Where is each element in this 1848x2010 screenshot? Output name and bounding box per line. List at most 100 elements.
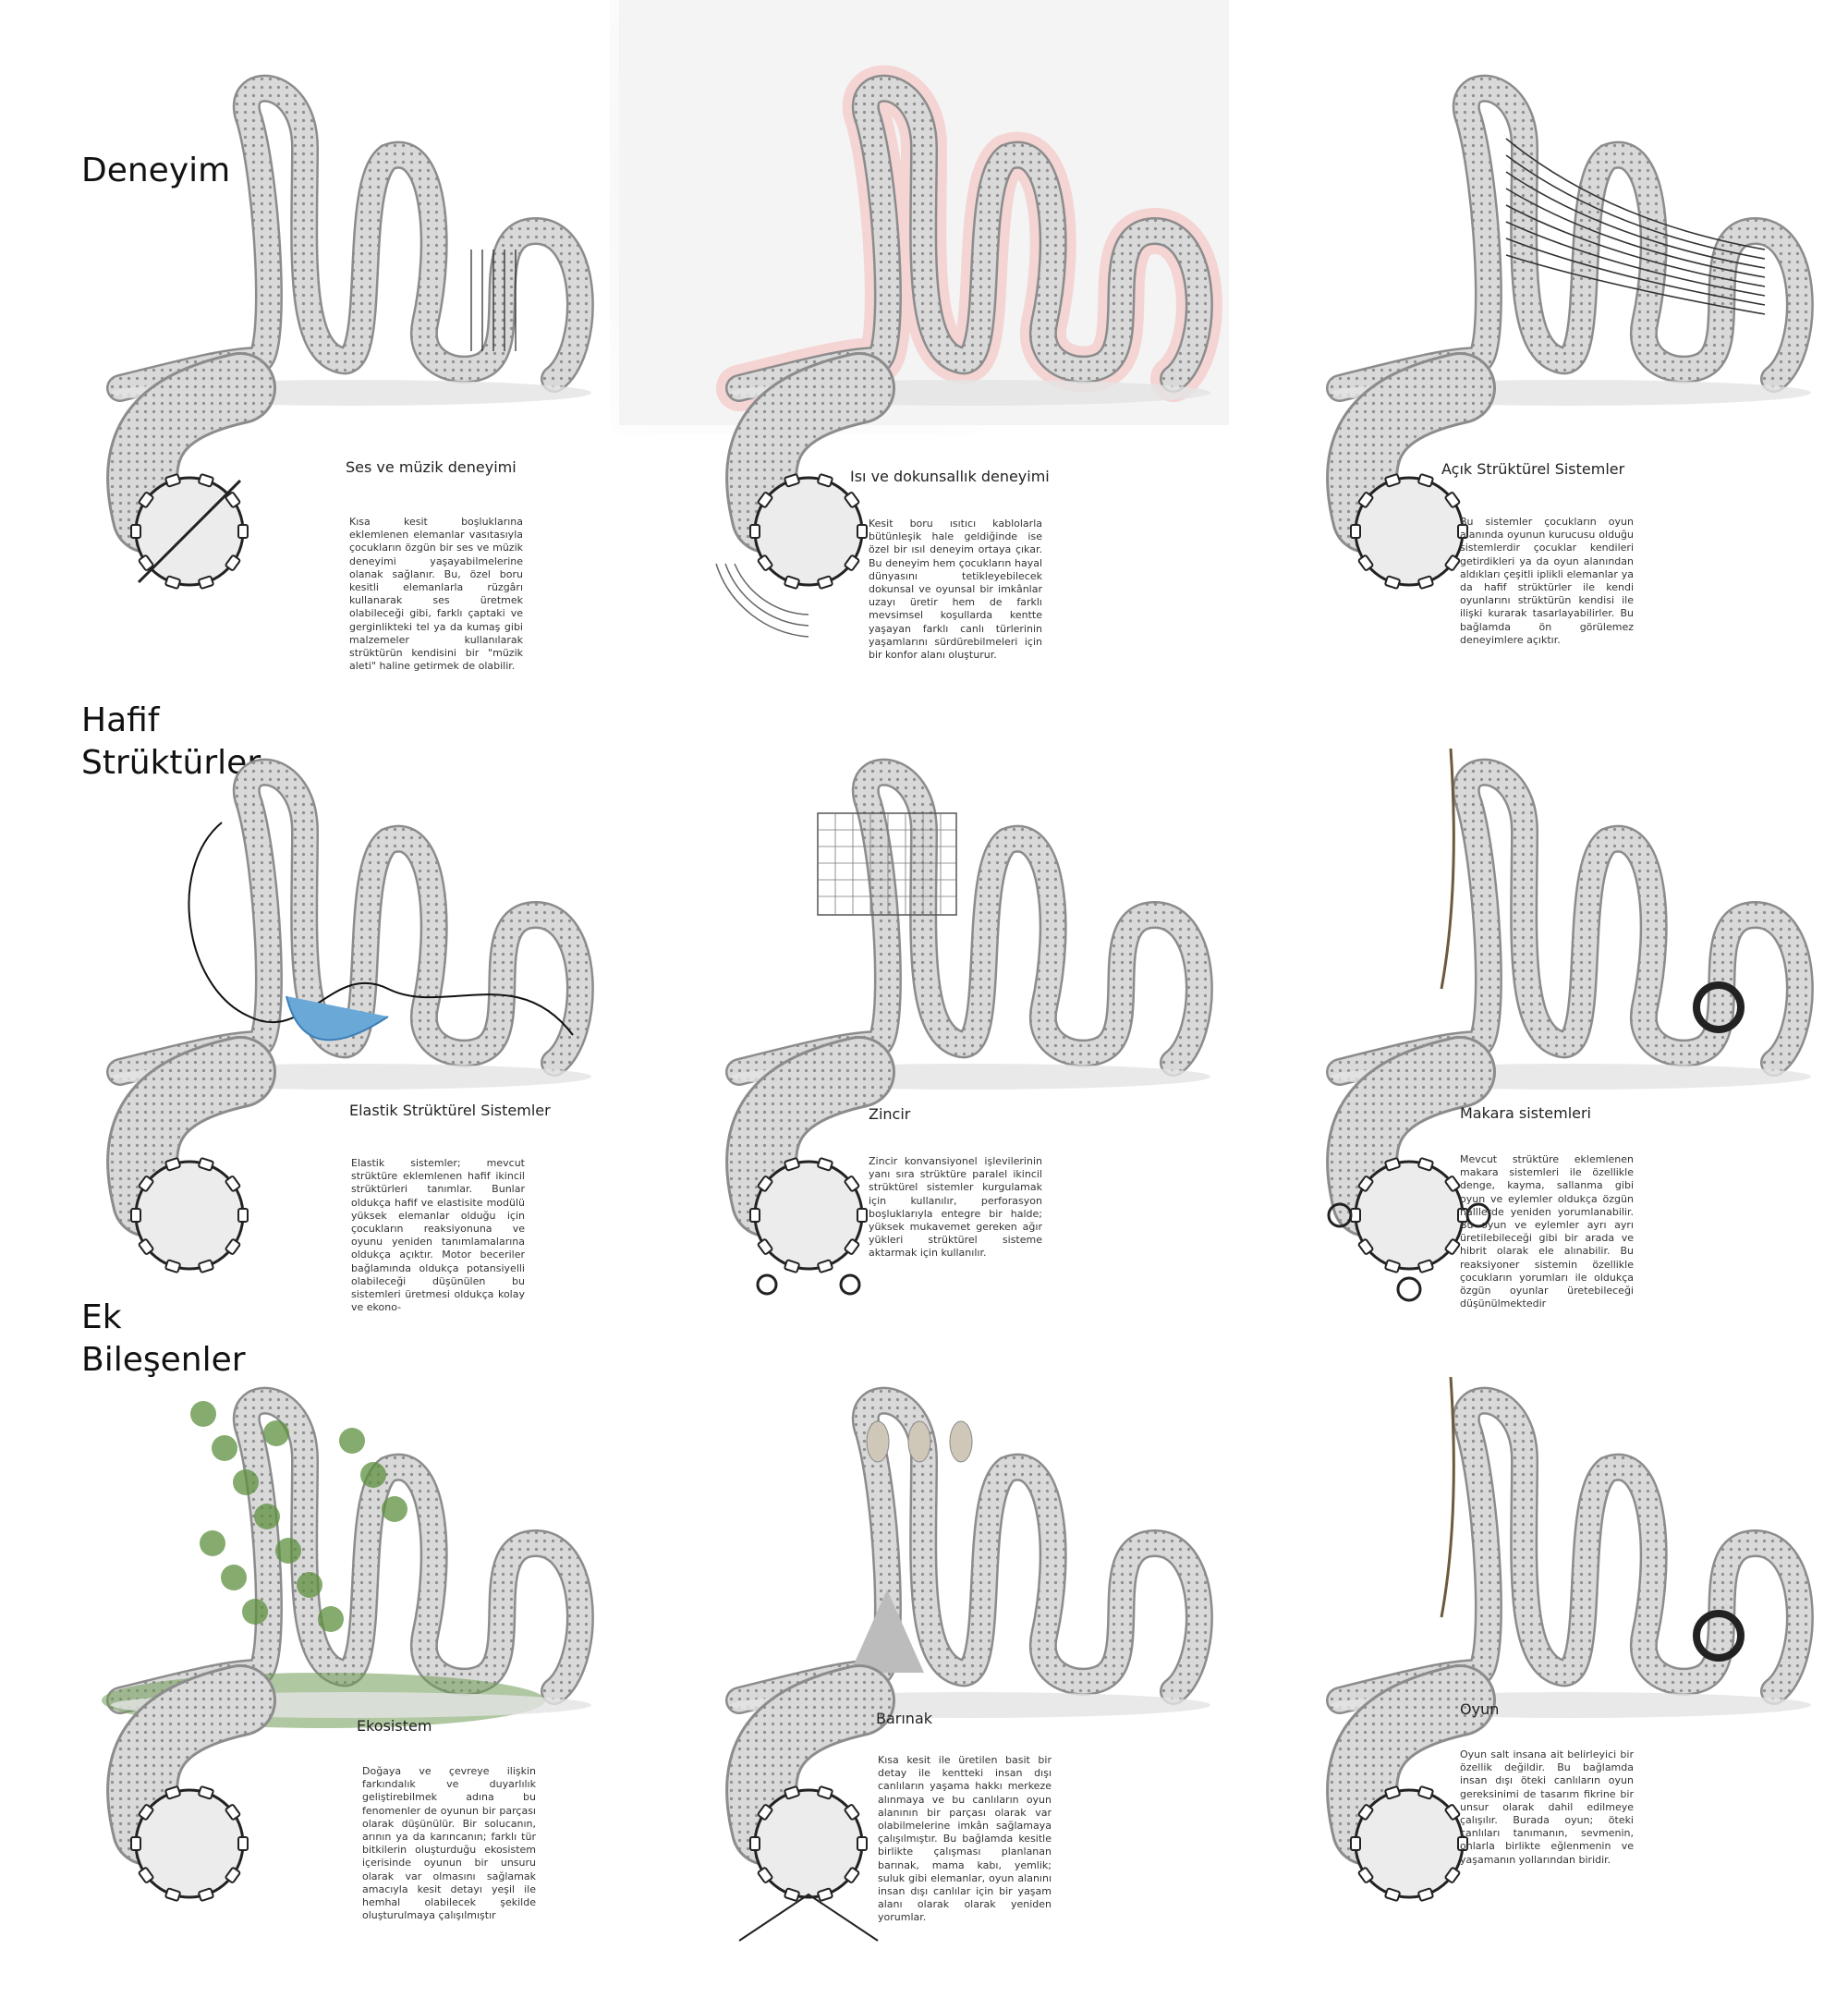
section-slot bbox=[757, 1867, 773, 1883]
panel-body-text: Kısa kesit ile üretilen basit bir detay … bbox=[878, 1754, 1052, 1924]
cross-section bbox=[1354, 1160, 1465, 1271]
section-slot bbox=[1384, 1157, 1401, 1172]
rope-line bbox=[1505, 171, 1766, 269]
section-slot bbox=[198, 1785, 214, 1800]
rope-line bbox=[1505, 154, 1766, 260]
panel-makara: Makara sistemleri Mevcut strüktüre eklem… bbox=[1220, 684, 1830, 1322]
section-slot bbox=[857, 524, 868, 539]
rope-line bbox=[1505, 238, 1766, 306]
tube-structure bbox=[1328, 1389, 1812, 1712]
section-slot bbox=[237, 524, 249, 539]
tube-extrusion bbox=[1329, 355, 1493, 551]
pulley-wheel bbox=[1465, 1202, 1491, 1228]
cross-section bbox=[753, 1788, 864, 1899]
tire-swing bbox=[1693, 981, 1745, 1033]
bird-nest bbox=[866, 1420, 890, 1463]
section-slot bbox=[1417, 1887, 1434, 1902]
section-slot bbox=[138, 1176, 154, 1192]
section-label-hafif-strukturler: Hafif Strüktürler bbox=[81, 701, 261, 782]
cross-section bbox=[134, 1160, 245, 1271]
section-slot bbox=[130, 524, 141, 539]
section-slot bbox=[1357, 554, 1374, 571]
panel-ses-muzik: Ses ve müzik deneyimi Kısa kesit boşlukl… bbox=[0, 0, 610, 672]
pulley-wheel bbox=[1327, 1202, 1353, 1228]
structure-illustration bbox=[1326, 74, 1814, 590]
shelter-frame bbox=[738, 1893, 879, 1942]
tube-extrusion bbox=[109, 1667, 274, 1863]
section-slot bbox=[1350, 524, 1361, 539]
section-slot bbox=[1357, 1176, 1374, 1192]
foliage bbox=[382, 1496, 407, 1522]
section-slot bbox=[1444, 1238, 1461, 1255]
section-slot bbox=[237, 1208, 249, 1223]
heat-wave bbox=[715, 563, 809, 638]
tube-extrusion bbox=[728, 1667, 893, 1863]
section-slot bbox=[844, 1804, 860, 1821]
section-slot bbox=[164, 1157, 181, 1172]
section-slot bbox=[757, 492, 773, 508]
section-slot bbox=[130, 1836, 141, 1851]
foliage bbox=[275, 1538, 301, 1564]
panel-body-text: Doğaya ve çevreye ilişkin farkındalık ve… bbox=[362, 1765, 536, 1922]
section-slot bbox=[757, 1176, 773, 1192]
section-slot bbox=[1417, 473, 1434, 488]
section-slot bbox=[1384, 1259, 1401, 1273]
panel-body-text: Elastik sistemler; mevcut strüktüre ekle… bbox=[351, 1157, 525, 1314]
panel-title: Açık Strüktürel Sistemler bbox=[1441, 460, 1625, 478]
section-slot bbox=[225, 1804, 241, 1821]
section-slot bbox=[225, 1176, 241, 1192]
structure-illustration bbox=[1326, 1376, 1814, 1902]
section-slot bbox=[164, 1887, 181, 1902]
section-slot bbox=[1357, 1238, 1374, 1255]
tube-extrusion bbox=[728, 1039, 893, 1235]
section-slot bbox=[1357, 492, 1374, 508]
panel-title: Ekosistem bbox=[357, 1717, 432, 1735]
section-slot bbox=[817, 1259, 833, 1273]
section-slot bbox=[164, 1259, 181, 1273]
section-slot bbox=[198, 575, 214, 590]
section-slot bbox=[1444, 1867, 1461, 1883]
section-slot bbox=[225, 554, 241, 571]
section-slot bbox=[817, 1887, 833, 1902]
cross-section bbox=[1354, 1788, 1465, 1899]
section-slot bbox=[757, 1804, 773, 1821]
section-label-ek-bilesenler: Ek Bileşenler bbox=[81, 1298, 246, 1379]
section-slot bbox=[844, 1867, 860, 1883]
structure-illustration bbox=[1326, 748, 1814, 1302]
section-slot bbox=[749, 1836, 760, 1851]
section-slot bbox=[138, 554, 154, 571]
section-slot bbox=[1384, 473, 1401, 488]
panel-body-text: Oyun salt insana ait belirleyici bir öze… bbox=[1460, 1748, 1634, 1866]
tube-extrusion bbox=[109, 355, 274, 551]
tube-extrusion bbox=[1329, 1667, 1493, 1863]
section-slot bbox=[164, 575, 181, 590]
structure-illustration bbox=[619, 0, 1229, 638]
hammock bbox=[286, 995, 389, 1042]
section-slot bbox=[1444, 1176, 1461, 1192]
section-slot bbox=[1457, 1836, 1468, 1851]
tube-structure bbox=[108, 761, 592, 1084]
section-slot bbox=[784, 1157, 800, 1172]
rope-line bbox=[1505, 138, 1766, 250]
structure-illustration bbox=[102, 1386, 594, 1902]
section-slot bbox=[749, 524, 760, 539]
panel-body-text: Kısa kesit boşluklarına eklemlenen elema… bbox=[349, 516, 523, 673]
tube-structure bbox=[727, 77, 1211, 400]
section-slot bbox=[1444, 554, 1461, 571]
rope bbox=[1440, 1376, 1455, 1618]
section-label-deneyim: Deneyim bbox=[81, 152, 231, 189]
section-slot bbox=[784, 1887, 800, 1902]
panel-oyun: Oyun Oyun salt insana ait belirleyici bi… bbox=[1220, 1312, 1830, 1950]
section-rod bbox=[137, 479, 242, 584]
section-slot bbox=[1350, 1836, 1361, 1851]
tube-extrusion bbox=[1329, 1039, 1493, 1235]
section-slot bbox=[1444, 492, 1461, 508]
panel-title: Elastik Strüktürel Sistemler bbox=[349, 1102, 551, 1119]
section-slot bbox=[784, 1259, 800, 1273]
panel-isi-dokunsallik: Isı ve dokunsallık deneyimi Kesit boru ı… bbox=[619, 0, 1229, 661]
structure-illustration bbox=[106, 74, 594, 590]
section-slot bbox=[138, 492, 154, 508]
section-slot bbox=[757, 1238, 773, 1255]
heat-wave bbox=[734, 563, 809, 615]
section-slot bbox=[1417, 1259, 1434, 1273]
